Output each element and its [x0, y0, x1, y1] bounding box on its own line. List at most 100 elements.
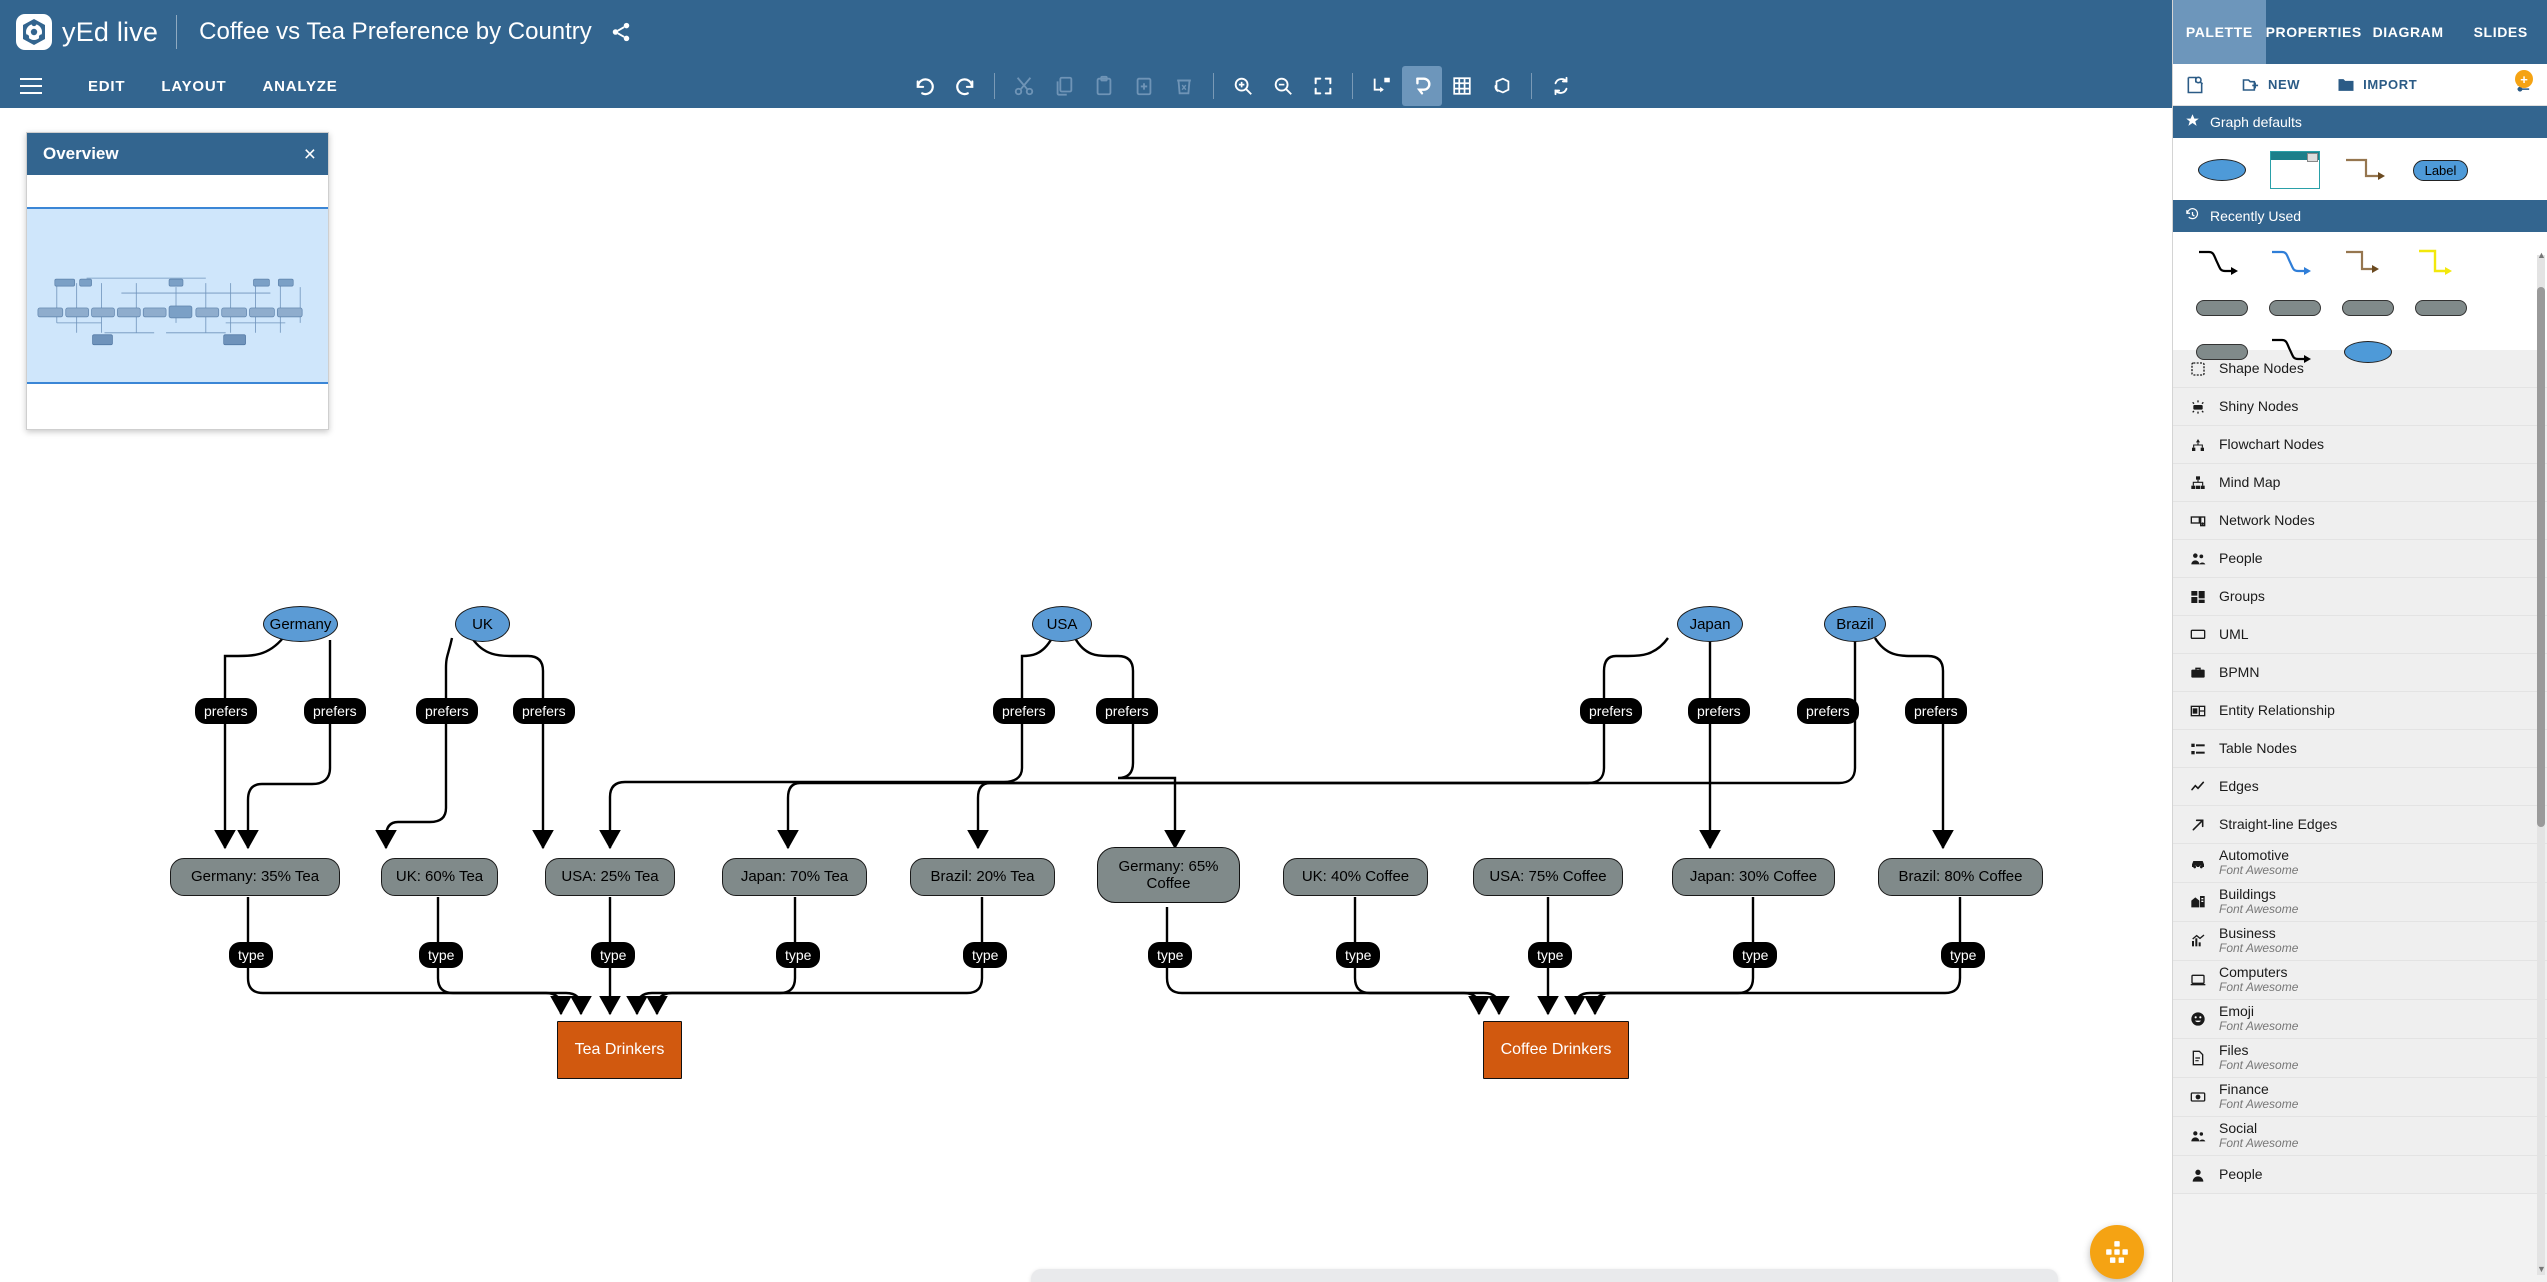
edge-label-prefers[interactable]: prefers	[513, 698, 575, 724]
node-target-coffee-drinkers[interactable]: Coffee Drinkers	[1483, 1021, 1629, 1079]
delete-button[interactable]	[1164, 66, 1204, 106]
swatch-rect-node[interactable]	[2258, 148, 2331, 192]
overview-body[interactable]	[27, 175, 328, 429]
edge-label-type[interactable]: type	[1528, 942, 1573, 968]
swatch-gray-pill-3[interactable]	[2331, 286, 2404, 330]
browse-palette-icon[interactable]	[2185, 75, 2205, 95]
edge-label-prefers[interactable]: prefers	[1096, 698, 1158, 724]
new-palette-button[interactable]: NEW	[2241, 75, 2300, 95]
palette-item-bpmn[interactable]: BPMN	[2173, 654, 2547, 692]
edge-label-prefers[interactable]: prefers	[1797, 698, 1859, 724]
palette-item-table-nodes[interactable]: Table Nodes	[2173, 730, 2547, 768]
palette-item-mind-map[interactable]: Mind Map	[2173, 464, 2547, 502]
node-stat-germany-coffee[interactable]: Germany: 65% Coffee	[1097, 847, 1240, 903]
duplicate-button[interactable]	[1124, 66, 1164, 106]
main-menu-icon[interactable]	[16, 75, 46, 97]
palette-item-people[interactable]: People	[2173, 540, 2547, 578]
swatch-gray-pill-5[interactable]	[2185, 330, 2258, 374]
menu-item-analyze[interactable]: ANALYZE	[262, 77, 338, 95]
node-country-brazil[interactable]: Brazil	[1824, 606, 1886, 642]
section-graph-defaults[interactable]: Graph defaults	[2173, 106, 2547, 138]
swatch-gray-pill-1[interactable]	[2185, 286, 2258, 330]
swatch-blue-edge[interactable]	[2258, 242, 2331, 286]
refresh-layout-button[interactable]	[1541, 66, 1581, 106]
orthogonal-button[interactable]	[1482, 66, 1522, 106]
swatch-black-edge[interactable]	[2185, 242, 2258, 286]
palette-item-emoji[interactable]: Emoji Font Awesome	[2173, 1000, 2547, 1039]
edge-label-type[interactable]: type	[229, 942, 274, 968]
tab-slides[interactable]: SLIDES	[2473, 24, 2528, 40]
palette-item-flowchart-nodes[interactable]: Flowchart Nodes	[2173, 426, 2547, 464]
edge-label-prefers[interactable]: prefers	[1580, 698, 1642, 724]
palette-item-straight-line-edges[interactable]: Straight-line Edges	[2173, 806, 2547, 844]
brand[interactable]: yEd live	[0, 14, 158, 50]
palette-item-files[interactable]: Files Font Awesome	[2173, 1039, 2547, 1078]
edge-label-prefers[interactable]: prefers	[1688, 698, 1750, 724]
close-icon[interactable]: ×	[303, 142, 316, 166]
edge-label-type[interactable]: type	[1148, 942, 1193, 968]
edge-label-prefers[interactable]: prefers	[993, 698, 1055, 724]
node-stat-uk-coffee[interactable]: UK: 40% Coffee	[1283, 858, 1428, 896]
import-palette-button[interactable]: IMPORT	[2336, 75, 2417, 95]
paste-button[interactable]	[1084, 66, 1124, 106]
scrollbar-thumb[interactable]	[2537, 287, 2545, 827]
fit-content-button[interactable]	[1303, 66, 1343, 106]
undo-button[interactable]	[905, 66, 945, 106]
palette-item-network-nodes[interactable]: Network Nodes	[2173, 502, 2547, 540]
swatch-gray-pill-2[interactable]	[2258, 286, 2331, 330]
layout-fab[interactable]	[2090, 1225, 2144, 1279]
tab-properties[interactable]: PROPERTIES	[2265, 24, 2362, 40]
node-stat-germany-tea[interactable]: Germany: 35% Tea	[170, 858, 340, 896]
edge-label-prefers[interactable]: prefers	[304, 698, 366, 724]
edge-label-type[interactable]: type	[1733, 942, 1778, 968]
edge-label-prefers[interactable]: prefers	[1905, 698, 1967, 724]
palette-item-automotive[interactable]: Automotive Font Awesome	[2173, 844, 2547, 883]
node-stat-brazil-coffee[interactable]: Brazil: 80% Coffee	[1878, 858, 2043, 896]
menu-item-layout[interactable]: LAYOUT	[161, 77, 227, 95]
section-recently-used[interactable]: Recently Used	[2173, 200, 2547, 232]
swatch-label-node[interactable]: Label	[2404, 148, 2477, 192]
document-title[interactable]: Coffee vs Tea Preference by Country	[199, 18, 592, 45]
node-country-usa[interactable]: USA	[1032, 606, 1092, 642]
swatch-polyline-edge[interactable]	[2331, 148, 2404, 192]
swatch-ellipse-node[interactable]	[2185, 148, 2258, 192]
palette-item-finance[interactable]: Finance Font Awesome	[2173, 1078, 2547, 1117]
palette-item-entity-relationship[interactable]: Entity Relationship	[2173, 692, 2547, 730]
node-country-uk[interactable]: UK	[455, 606, 510, 642]
edge-label-prefers[interactable]: prefers	[195, 698, 257, 724]
palette-item-computers[interactable]: Computers Font Awesome	[2173, 961, 2547, 1000]
palette-add-badge[interactable]: +	[2515, 70, 2533, 88]
redo-button[interactable]	[945, 66, 985, 106]
edge-label-type[interactable]: type	[1336, 942, 1381, 968]
tab-diagram[interactable]: DIAGRAM	[2372, 24, 2444, 40]
node-stat-usa-tea[interactable]: USA: 25% Tea	[545, 858, 675, 896]
swatch-brown-edge[interactable]	[2331, 242, 2404, 286]
node-stat-brazil-tea[interactable]: Brazil: 20% Tea	[910, 858, 1055, 896]
palette-item-people-2[interactable]: People	[2173, 1156, 2547, 1194]
swatch-black-edge-2[interactable]	[2258, 330, 2331, 374]
node-stat-uk-tea[interactable]: UK: 60% Tea	[381, 858, 498, 896]
node-target-tea-drinkers[interactable]: Tea Drinkers	[557, 1021, 682, 1079]
scroll-down-icon[interactable]: ▼	[2537, 1264, 2546, 1274]
scroll-up-icon[interactable]: ▲	[2537, 250, 2546, 260]
edge-label-type[interactable]: type	[419, 942, 464, 968]
palette-scrollbar[interactable]	[2537, 255, 2545, 1275]
palette-item-uml[interactable]: UML	[2173, 616, 2547, 654]
edge-label-type[interactable]: type	[776, 942, 821, 968]
diagram-canvas[interactable]: Germany UK USA Japan Brazil Germany: 35%…	[0, 108, 2172, 1282]
zoom-in-button[interactable]	[1223, 66, 1263, 106]
share-icon[interactable]	[610, 21, 632, 43]
tab-palette[interactable]: PALETTE	[2173, 0, 2266, 64]
swatch-blue-ellipse[interactable]	[2331, 330, 2404, 374]
overview-viewport[interactable]	[27, 207, 328, 384]
edge-label-type[interactable]: type	[591, 942, 636, 968]
edge-label-prefers[interactable]: prefers	[416, 698, 478, 724]
palette-item-business[interactable]: Business Font Awesome	[2173, 922, 2547, 961]
swatch-gray-pill-4[interactable]	[2404, 286, 2477, 330]
node-stat-japan-tea[interactable]: Japan: 70% Tea	[722, 858, 867, 896]
node-stat-usa-coffee[interactable]: USA: 75% Coffee	[1473, 858, 1623, 896]
palette-item-edges[interactable]: Edges	[2173, 768, 2547, 806]
menu-item-edit[interactable]: EDIT	[88, 77, 126, 95]
grid-button[interactable]	[1442, 66, 1482, 106]
palette-item-shiny-nodes[interactable]: Shiny Nodes	[2173, 388, 2547, 426]
